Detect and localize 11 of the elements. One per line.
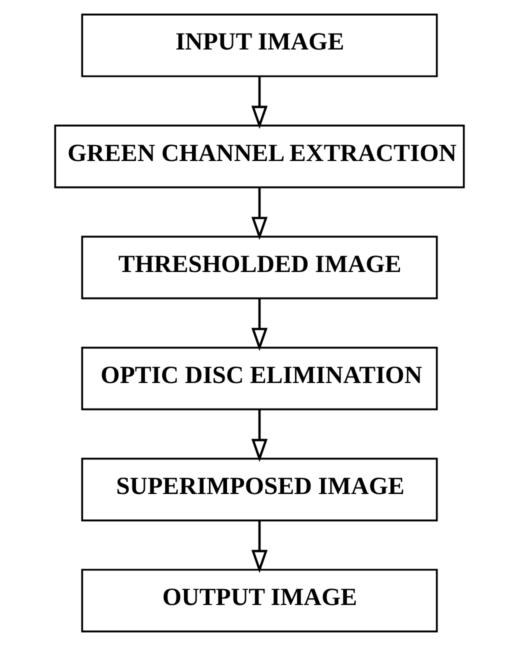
arrow (250, 298, 268, 352)
arrow (250, 520, 268, 574)
node-box: INPUT IMAGE (80, 14, 438, 78)
node-box: OUTPUT IMAGE (80, 568, 438, 632)
node-box: THRESHOLDED IMAGE (80, 236, 438, 300)
node-box: GREEN CHANNEL EXTRACTION (54, 124, 464, 188)
arrow (250, 76, 268, 129)
node-box: SUPERIMPOSED IMAGE (80, 458, 438, 522)
arrow (250, 188, 268, 240)
arrow (250, 410, 268, 462)
node-box: OPTIC DISC ELIMINATION (80, 346, 438, 410)
